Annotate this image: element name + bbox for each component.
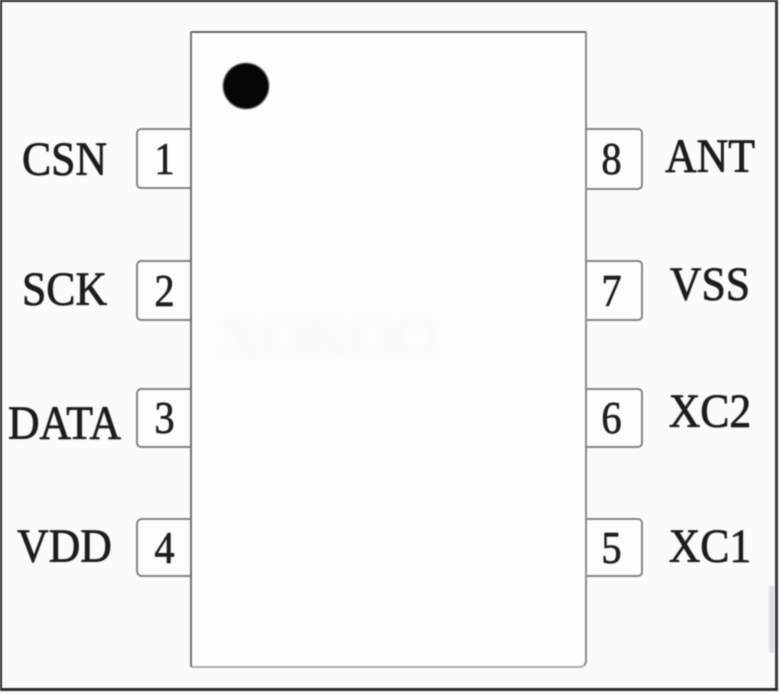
- pin-box-4: 4: [135, 517, 193, 577]
- pin-number-6: 6: [600, 392, 622, 444]
- pin-label-vdd: VDD: [17, 519, 112, 573]
- frame-right-line: [775, 0, 778, 690]
- scrollbar-thumb[interactable]: [769, 586, 774, 653]
- frame-left-line: [0, 0, 3, 690]
- pin-box-7: 7: [585, 259, 643, 321]
- chip-body: XOKOO: [190, 31, 588, 669]
- pin-label-vss: VSS: [669, 257, 751, 311]
- pin-box-2: 2: [135, 259, 193, 321]
- pin-box-1: 1: [135, 128, 193, 189]
- pin-number-8: 8: [600, 133, 622, 185]
- pin-number-5: 5: [600, 522, 622, 574]
- frame-top-line: [0, 0, 778, 3]
- pin-number-4: 4: [154, 521, 175, 574]
- pin-number-1: 1: [154, 133, 175, 185]
- pin-label-ant: ANT: [665, 129, 755, 183]
- pin-number-2: 2: [154, 264, 175, 316]
- pin-label-data: DATA: [8, 396, 121, 450]
- watermark: XOKOO: [218, 305, 438, 371]
- pin-label-csn: CSN: [22, 133, 107, 186]
- frame-bottom-line: [0, 688, 778, 692]
- pin-label-xc1: XC1: [668, 520, 752, 573]
- pin-label-xc2: XC2: [668, 384, 752, 438]
- pin-box-5: 5: [585, 518, 643, 577]
- pin-number-3: 3: [154, 392, 175, 444]
- pin1-marker-dot: [223, 63, 269, 110]
- pin-label-sck: SCK: [22, 262, 107, 316]
- pin-number-7: 7: [600, 264, 622, 317]
- pin-box-8: 8: [585, 127, 643, 190]
- pin-box-6: 6: [585, 387, 643, 448]
- pin-box-3: 3: [135, 387, 193, 448]
